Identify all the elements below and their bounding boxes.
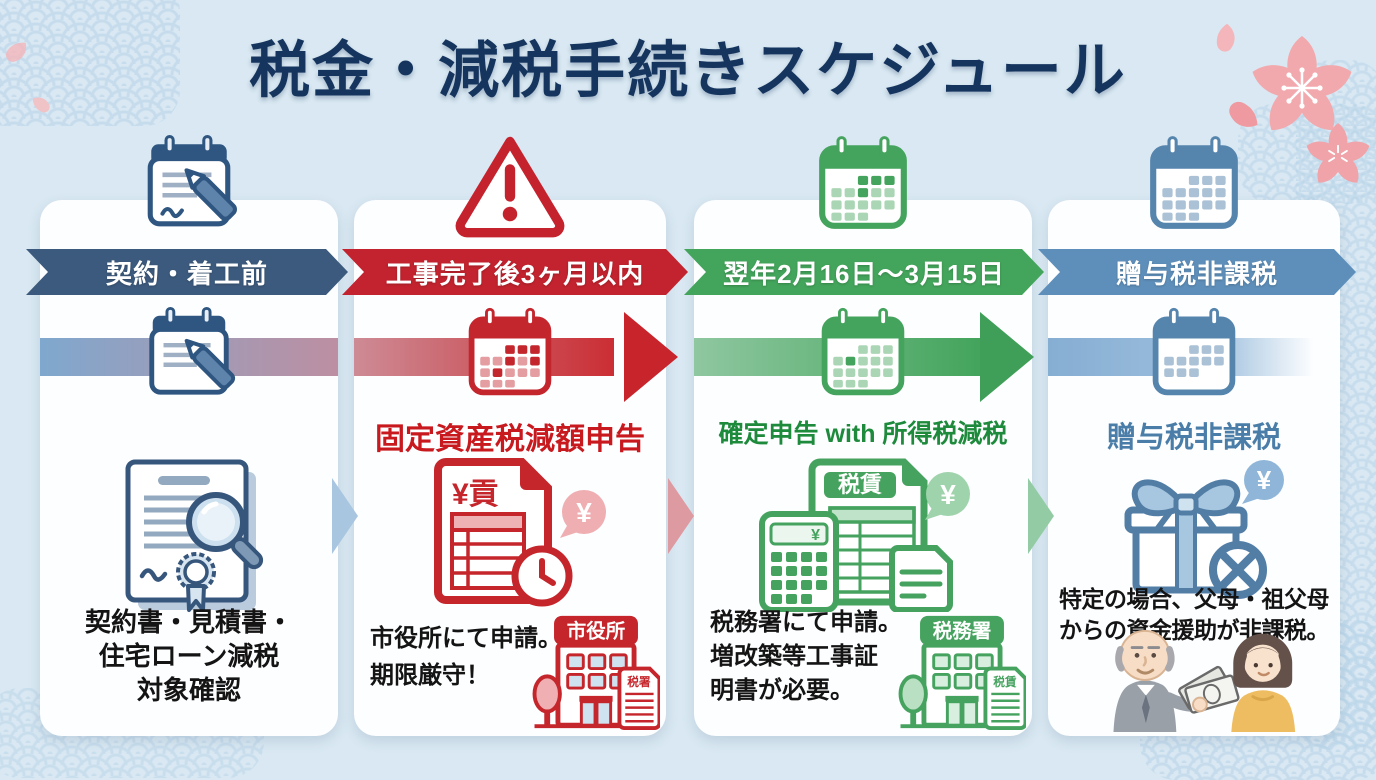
arrow-right-icon	[624, 312, 678, 402]
notepad-pencil-icon	[149, 306, 236, 395]
banner-gift-tax-exempt: 贈与税非課税	[1038, 249, 1356, 295]
step-heading: 確定申告 with 所得税減税	[718, 420, 1008, 448]
notepad-pencil-icon	[147, 135, 237, 227]
tax-docs-calculator-icon: 税賃 ¥ ¥	[759, 458, 970, 612]
banner-label: 翌年2月16日〜3月15日	[723, 258, 1005, 289]
note-line: 対象確認	[136, 674, 241, 705]
banner-within-3-months: 工事完了後3ヶ月以内	[342, 249, 688, 295]
calendar-icon	[1152, 307, 1236, 396]
warning-triangle-icon	[455, 136, 565, 238]
step-heading: 贈与税非課税	[1106, 422, 1281, 454]
yen-bubble: ¥	[940, 479, 956, 510]
gift-tax-free-icon: ¥	[1124, 460, 1284, 599]
building-sign: 税務署	[933, 619, 992, 642]
banner-label: 契約・着工前	[105, 258, 268, 289]
step-heading: 固定資産税減額申告	[375, 423, 645, 456]
banner-label: 贈与税非課税	[1115, 258, 1278, 289]
yen-bubble: ¥	[576, 497, 592, 528]
contract-magnifier-icon	[125, 459, 264, 612]
calendar-icon	[1150, 136, 1238, 229]
note-line: 期限厳守！	[370, 662, 490, 690]
step-note: 市役所にて申請。 期限厳守！	[370, 620, 562, 694]
calendar-icon	[821, 307, 905, 396]
tax-doc-header-text: 税賃	[838, 472, 882, 497]
banner-before-contract: 契約・着工前	[26, 249, 348, 295]
note-line: 特定の場合、父母・祖父母	[1059, 586, 1330, 612]
note-line: 増改築等工事証	[710, 643, 878, 671]
city-hall-icon: 市役所 税署	[532, 615, 660, 731]
arrow-right-icon	[980, 312, 1034, 402]
note-line: 税務署にて申請。	[710, 609, 902, 636]
note-line: 契約書・見積書・	[84, 607, 293, 637]
calendar-icon	[468, 307, 552, 396]
invoice-header-text: ¥貢	[452, 478, 499, 511]
grandfather-figure	[1113, 629, 1240, 732]
banner-filing-period: 翌年2月16日〜3月15日	[684, 249, 1044, 295]
seigaiha-wave-pattern	[1238, 104, 1376, 204]
step-card-before-contract: 契約書・見積書・ 住宅ローン減税 対象確認	[40, 135, 338, 736]
step-note: 契約書・見積書・ 住宅ローン減税 対象確認	[40, 606, 338, 707]
chevron-right-icon	[668, 478, 694, 554]
building-doc-label: 税署	[627, 675, 651, 689]
grandparent-gift-illustration	[1113, 629, 1296, 732]
page-title: 税金・減税手続きスケジュール	[249, 36, 1127, 104]
sakura-icon	[1306, 123, 1370, 183]
banner-label: 工事完了後3ヶ月以内	[385, 258, 645, 289]
tax-office-icon: 税務署 税賃	[898, 615, 1026, 731]
calculator-display: ¥	[811, 527, 820, 544]
step-note: 税務署にて申請。 増改築等工事証 明書が必要。	[710, 606, 902, 708]
note-line: 住宅ローン減税	[98, 640, 280, 671]
woman-figure	[1231, 633, 1296, 732]
building-sign: 市役所	[567, 619, 626, 642]
calendar-icon	[819, 136, 907, 229]
invoice-clock-icon: ¥貢 ¥	[434, 458, 606, 607]
note-line: 明書が必要。	[710, 677, 854, 705]
building-doc-label: 税賃	[993, 675, 1017, 689]
note-line: 市役所にて申請。	[370, 625, 562, 652]
yen-bubble: ¥	[1257, 465, 1272, 495]
